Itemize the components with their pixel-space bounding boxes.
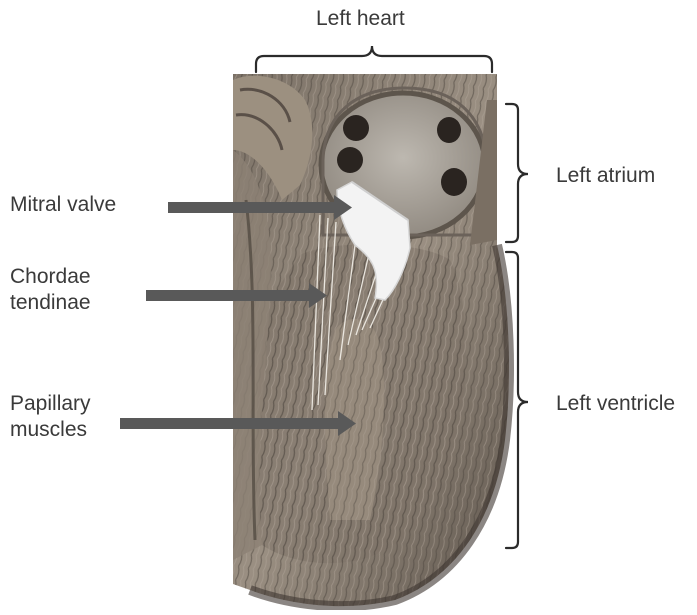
left-atrium-bracket <box>506 104 528 242</box>
chordae-tendinae-label: Chordae tendinae <box>10 264 91 316</box>
left-ventricle-label: Left ventricle <box>556 391 675 417</box>
left-heart-bracket <box>256 46 492 72</box>
mitral-valve-label: Mitral valve <box>10 192 116 218</box>
papillary-muscles-label: Papillary muscles <box>10 391 91 443</box>
left-heart-label: Left heart <box>316 6 405 32</box>
chordae-label-line2: tendinae <box>10 290 91 316</box>
heart-photo-region <box>233 74 509 606</box>
chordae-label-line1: Chordae <box>10 264 91 290</box>
papillary-label-line1: Papillary <box>10 391 91 417</box>
papillary-label-line2: muscles <box>10 417 91 443</box>
left-atrium-label: Left atrium <box>556 163 655 189</box>
